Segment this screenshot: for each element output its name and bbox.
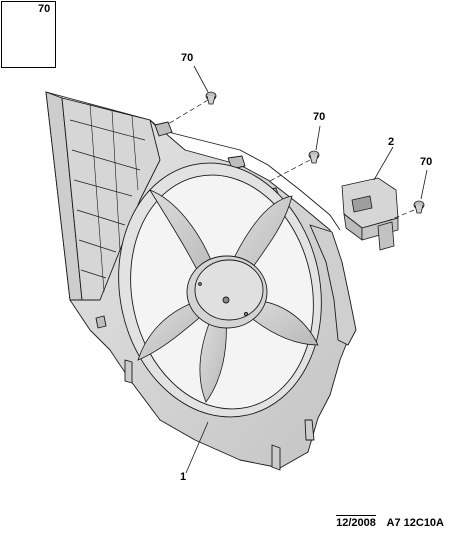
- callout-inset-screw: 70: [38, 3, 51, 15]
- fan-blades: [137, 189, 319, 403]
- screw-right: [413, 200, 425, 214]
- callout-screw-top: 70: [181, 52, 194, 64]
- screw-mid: [308, 150, 320, 164]
- callout-screw-mid: 70: [313, 111, 326, 123]
- fan-hub: [186, 255, 268, 329]
- leader-lines: [185, 65, 428, 474]
- assembly-lines: [167, 99, 415, 223]
- resistor-module: [341, 177, 399, 251]
- callout-resistor-module: 2: [388, 136, 395, 148]
- inset-frame: [1, 1, 56, 68]
- footer-date: 12/2008: [336, 515, 376, 529]
- footer-code: A7 12C10A: [386, 517, 444, 529]
- diagram-footer: 12/2008 A7 12C10A: [336, 515, 444, 529]
- screw-top: [205, 91, 217, 105]
- callout-screw-right: 70: [420, 156, 433, 168]
- callout-fan-assembly: 1: [180, 471, 187, 483]
